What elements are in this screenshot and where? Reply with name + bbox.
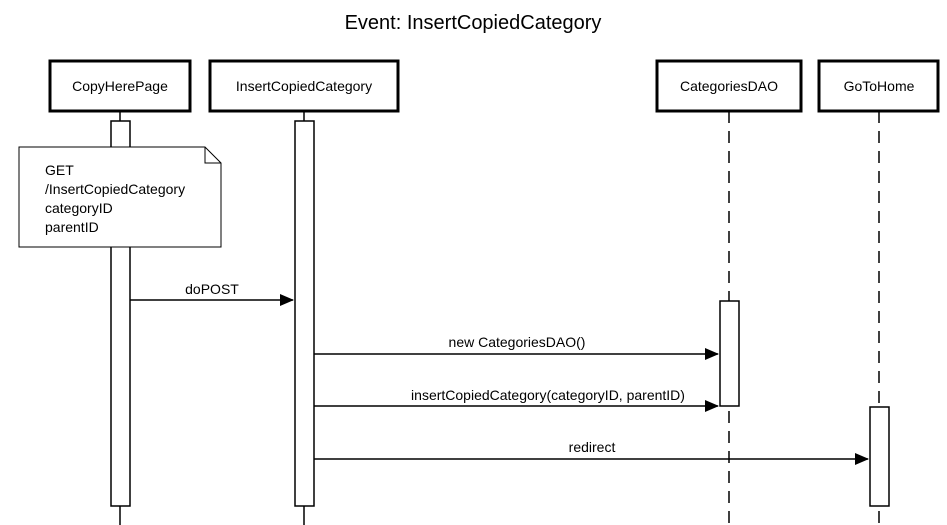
activation-go-to-home (869, 406, 890, 507)
message-label: doPOST (185, 281, 239, 297)
message-new-dao: new CategoriesDAO() (314, 334, 719, 360)
diagram-title: Event: InsertCopiedCategory (345, 12, 602, 34)
note-line: GET (45, 162, 74, 178)
request-note: GET /InsertCopiedCategory categoryID par… (18, 146, 222, 248)
message-label: new CategoriesDAO() (449, 334, 586, 350)
participant-copy-here-page: CopyHerePage (48, 59, 192, 113)
participant-insert-copied-category: InsertCopiedCategory (208, 59, 400, 113)
participant-label: CopyHerePage (72, 78, 168, 94)
note-line: parentID (45, 219, 99, 235)
activation-insert-copied-category (294, 120, 315, 507)
message-label: insertCopiedCategory(categoryID, parentI… (411, 387, 685, 403)
message-redirect: redirect (314, 439, 869, 465)
message-insert-copied-category: insertCopiedCategory(categoryID, parentI… (314, 387, 719, 412)
participant-label: CategoriesDAO (680, 78, 778, 94)
message-do-post: doPOST (130, 281, 294, 306)
participant-go-to-home: GoToHome (817, 59, 940, 113)
participant-label: InsertCopiedCategory (236, 78, 372, 94)
message-label: redirect (569, 439, 616, 455)
activation-categories-dao (719, 300, 740, 407)
participant-categories-dao: CategoriesDAO (655, 59, 803, 113)
note-line: /InsertCopiedCategory (45, 181, 185, 197)
note-line: categoryID (45, 200, 113, 216)
participant-label: GoToHome (844, 78, 915, 94)
